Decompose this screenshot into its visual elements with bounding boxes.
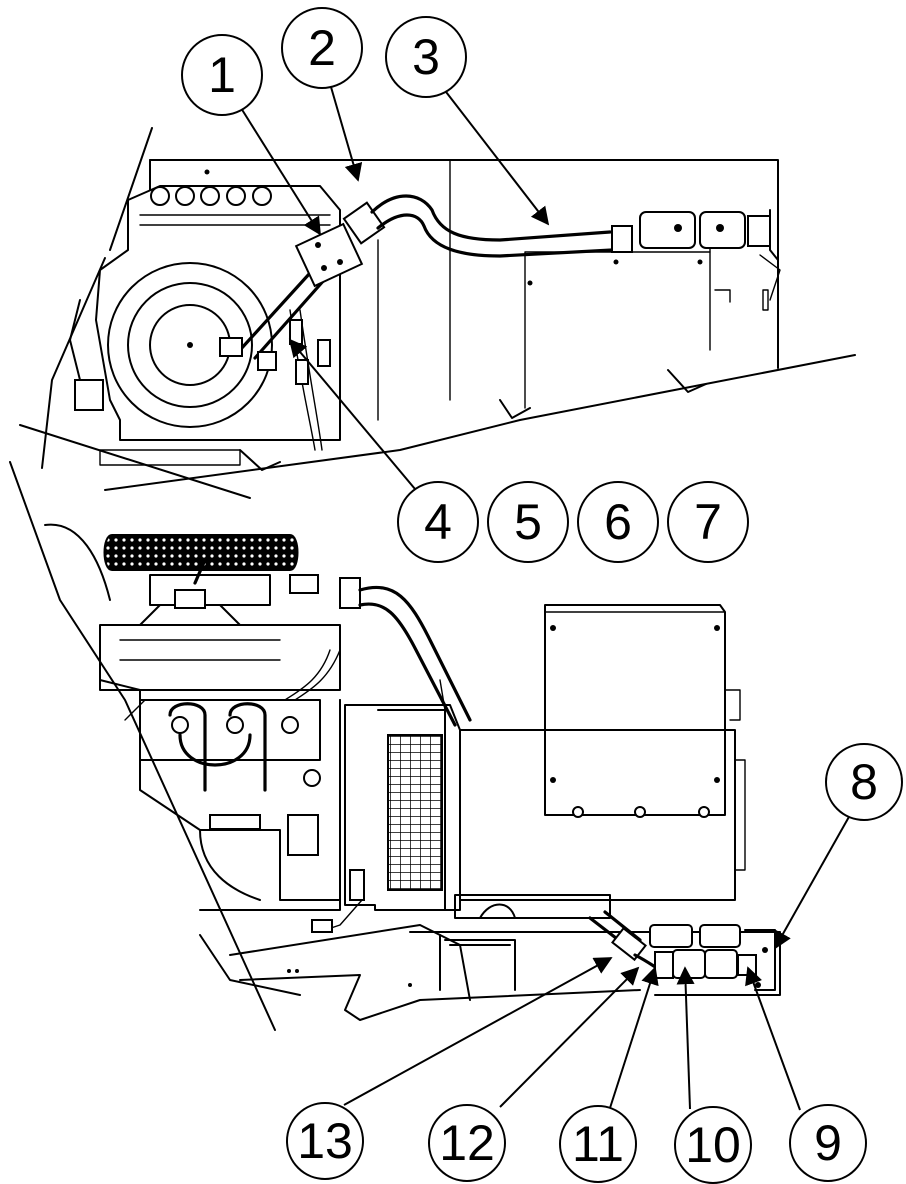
callout-11: 11 — [559, 1105, 637, 1183]
leader-4 — [288, 338, 416, 490]
leader-12 — [499, 966, 640, 1108]
callout-6: 6 — [577, 481, 659, 563]
leader-2 — [330, 86, 363, 182]
callout-1-label: 1 — [208, 47, 236, 103]
leader-11 — [609, 966, 659, 1109]
callout-7-label: 7 — [694, 494, 722, 550]
callout-4: 4 — [397, 481, 479, 563]
callout-10-label: 10 — [685, 1117, 741, 1173]
callout-12-label: 12 — [439, 1115, 495, 1171]
callout-8-label: 8 — [850, 754, 878, 810]
callout-6-label: 6 — [604, 494, 632, 550]
callout-5-label: 5 — [514, 494, 542, 550]
callout-4-label: 4 — [424, 494, 452, 550]
callout-1: 1 — [181, 34, 263, 116]
leader-13 — [343, 957, 613, 1106]
callout-9: 9 — [789, 1104, 867, 1182]
leader-10 — [676, 966, 695, 1110]
top-view-drawing — [19, 127, 856, 499]
callout-3-label: 3 — [412, 29, 440, 85]
callout-12: 12 — [428, 1104, 506, 1182]
leader-8 — [774, 814, 851, 950]
callout-10: 10 — [674, 1106, 752, 1184]
callout-13-label: 13 — [297, 1113, 353, 1169]
callout-7: 7 — [667, 481, 749, 563]
leader-1 — [240, 107, 321, 236]
callout-8: 8 — [825, 743, 903, 821]
callout-3: 3 — [385, 16, 467, 98]
leader-3 — [442, 87, 550, 226]
callout-9-label: 9 — [814, 1115, 842, 1171]
callout-11-label: 11 — [572, 1116, 624, 1172]
bottom-view-drawing — [9, 461, 781, 1031]
callout-5: 5 — [487, 481, 569, 563]
leader-9 — [745, 966, 801, 1111]
callout-2-label: 2 — [308, 20, 336, 76]
callout-2: 2 — [281, 7, 363, 89]
leader-lines — [240, 86, 851, 1111]
callouts: 1 2 3 4 5 6 7 8 — [181, 7, 903, 1184]
callout-13: 13 — [286, 1102, 364, 1180]
